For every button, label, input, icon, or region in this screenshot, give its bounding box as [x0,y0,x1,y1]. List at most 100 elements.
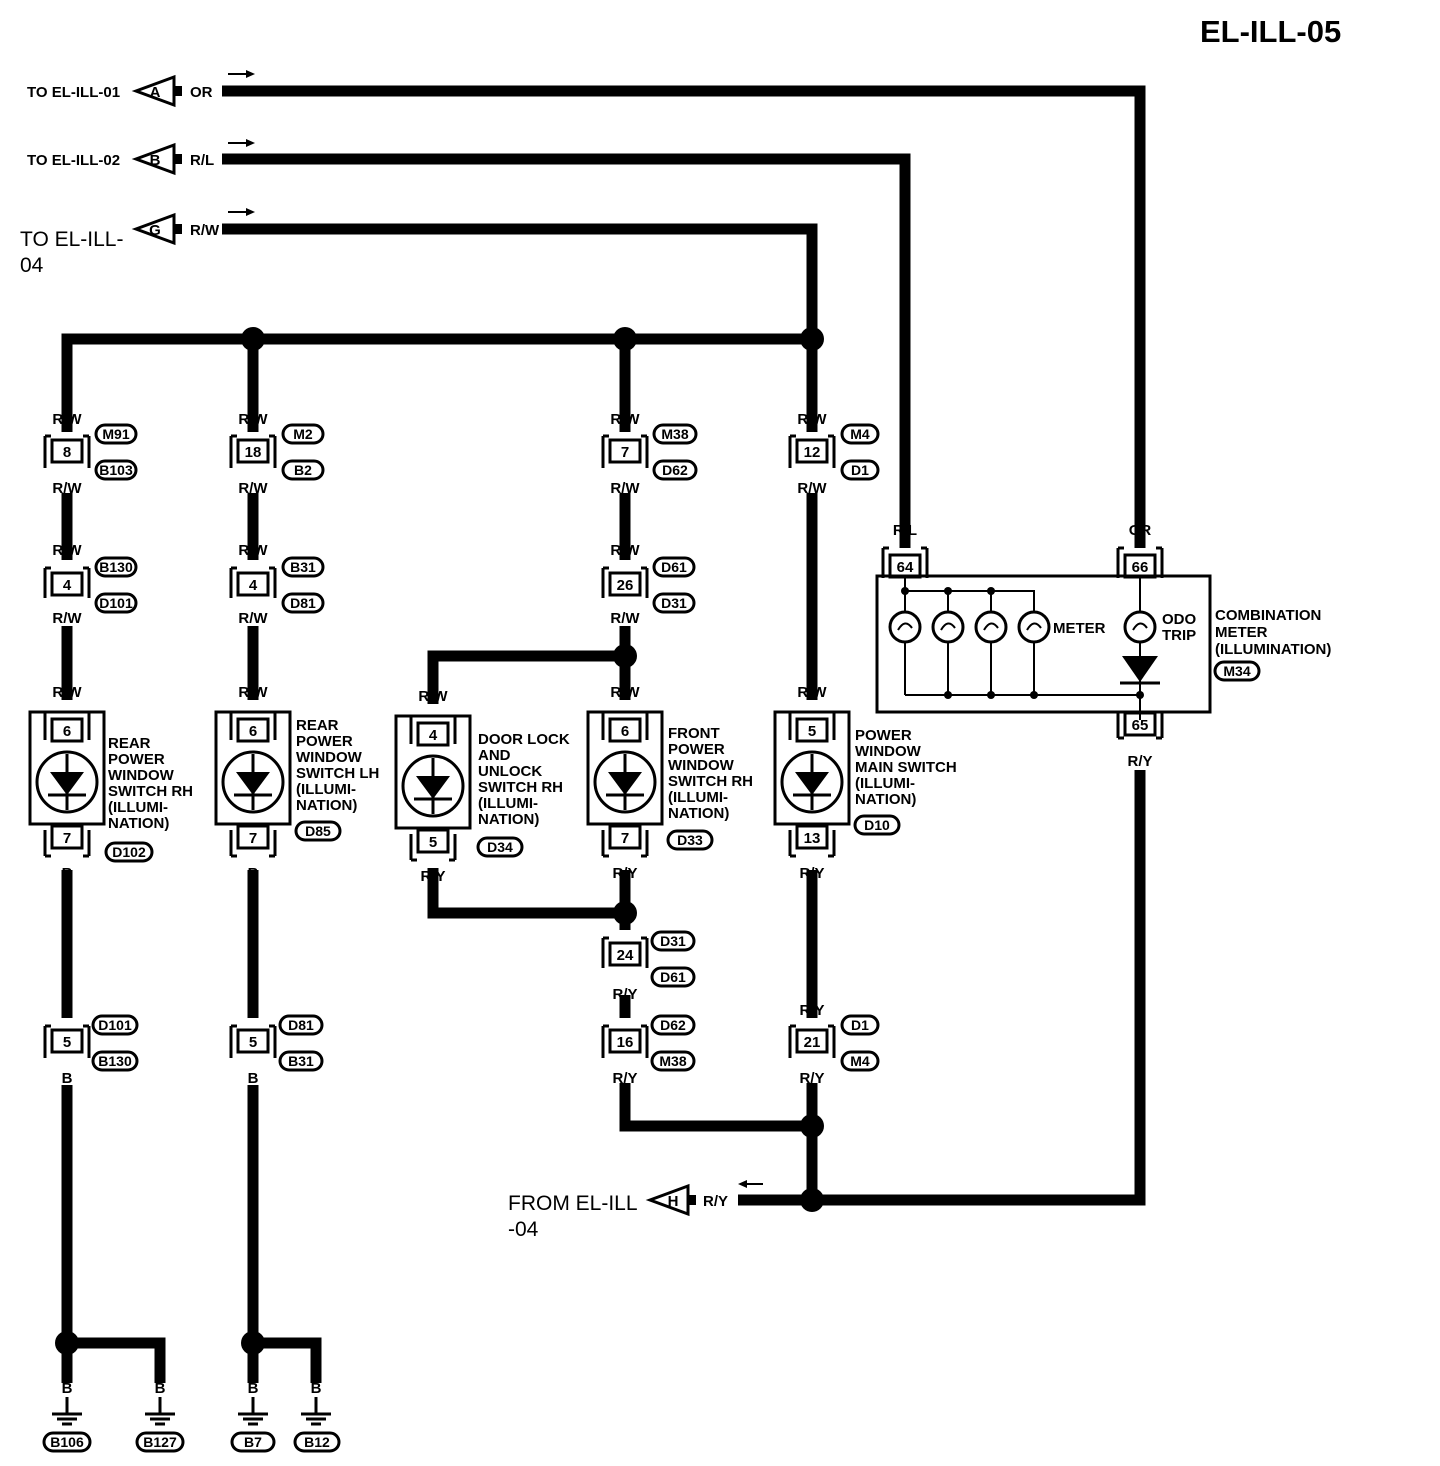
svg-text:(ILLUMI-: (ILLUMI- [296,781,356,798]
svg-text:R/W: R/W [238,411,268,428]
combination-meter: R/L OR 64 66 [875,522,1331,770]
svg-text:R/W: R/W [52,542,82,559]
svg-text:R/L: R/L [893,522,917,539]
svg-text:D31: D31 [661,595,687,611]
bulb-icon [888,610,1157,644]
svg-text:M4: M4 [850,426,870,442]
svg-text:(ILLUMI-: (ILLUMI- [855,775,915,792]
connector-5: 5 [229,1024,277,1058]
svg-text:R/W: R/W [610,610,640,627]
ref-b[interactable]: TO EL-ILL-02 B R/L [27,139,255,176]
svg-text:B: B [248,1070,259,1087]
svg-text:16: 16 [617,1034,634,1051]
svg-text:B130: B130 [99,559,133,575]
svg-text:B: B [150,152,161,169]
svg-text:B106: B106 [50,1434,84,1450]
svg-text:(ILLUMI-: (ILLUMI- [668,789,728,806]
svg-text:M91: M91 [102,426,129,442]
svg-text:M38: M38 [661,426,688,442]
svg-text:5: 5 [249,1034,257,1051]
svg-text:R/W: R/W [797,684,827,701]
svg-text:7: 7 [621,444,629,461]
svg-text:24: 24 [617,947,634,964]
door-lock-switch-group: R/W 4 5 DOOR LOCK AND UNLOCK SWITCH RH (… [394,688,570,885]
svg-text:REAR: REAR [108,735,151,752]
svg-text:D10: D10 [864,817,890,833]
svg-text:R/W: R/W [610,542,640,559]
svg-text:TRIP: TRIP [1162,627,1196,644]
svg-text:D33: D33 [677,832,703,848]
svg-text:R/W: R/W [797,411,827,428]
svg-text:R/W: R/W [610,411,640,428]
svg-text:64: 64 [897,559,914,576]
connector-4: 4 [43,566,91,598]
svg-text:4: 4 [63,577,72,594]
svg-text:B130: B130 [98,1053,132,1069]
svg-text:8: 8 [63,444,71,461]
svg-text:R/W: R/W [418,688,448,705]
svg-text:(ILLUMINATION): (ILLUMINATION) [1215,641,1331,658]
svg-text:D85: D85 [305,823,331,839]
ref-g[interactable]: TO EL-ILL- 04 G R/W [20,208,255,277]
svg-text:R/Y: R/Y [612,1070,637,1087]
switch-front-rh: 6 7 [586,710,664,858]
column-rear-rh: R/W 8 M91 B103 R/W R/W 4 B130 D101 R/W R… [28,411,193,1453]
svg-text:METER: METER [1215,624,1268,641]
svg-text:SWITCH RH: SWITCH RH [478,779,563,796]
svg-text:4: 4 [249,577,258,594]
svg-text:6: 6 [621,723,629,740]
ref-a[interactable]: TO EL-ILL-01 A OR [27,70,255,108]
svg-text:R/W: R/W [52,480,82,497]
svg-text:D102: D102 [112,844,146,860]
svg-text:MAIN SWITCH: MAIN SWITCH [855,759,957,776]
svg-text:D61: D61 [661,559,687,575]
svg-text:B: B [248,865,259,882]
svg-text:DOOR LOCK: DOOR LOCK [478,731,570,748]
svg-text:R/W: R/W [52,411,82,428]
svg-text:SWITCH LH: SWITCH LH [296,765,379,782]
svg-text:D1: D1 [851,462,869,478]
svg-text:SWITCH RH: SWITCH RH [108,783,193,800]
switch-main-name: POWER WINDOW MAIN SWITCH (ILLUMI- NATION… [855,727,957,808]
svg-text:FRONT: FRONT [668,725,720,742]
svg-text:R/W: R/W [52,684,82,701]
connector-12: 12 [788,434,836,468]
svg-text:21: 21 [804,1034,821,1051]
diode-icon [1120,656,1160,685]
svg-text:WINDOW: WINDOW [108,767,175,784]
svg-text:D81: D81 [288,1017,314,1033]
connector-26: 26 [601,566,649,598]
svg-text:POWER: POWER [855,727,912,744]
connector-16: 16 [601,1024,649,1058]
ground-icon [238,1397,331,1426]
svg-text:D62: D62 [662,462,688,478]
combination-meter-name: COMBINATION METER (ILLUMINATION) [1215,607,1331,658]
svg-text:FROM EL-ILL: FROM EL-ILL [508,1192,638,1215]
svg-text:B: B [248,1380,259,1397]
svg-text:R/Y: R/Y [703,1193,728,1210]
connector-4: 4 [229,566,277,598]
svg-text:R/W: R/W [238,684,268,701]
switch-door-lock: 4 5 [394,714,472,862]
svg-text:R/W: R/W [238,480,268,497]
svg-text:R/Y: R/Y [612,986,637,1003]
svg-text:R/Y: R/Y [420,868,445,885]
svg-text:B: B [155,1380,166,1397]
svg-text:OR: OR [1129,522,1152,539]
svg-text:ODO: ODO [1162,611,1197,628]
svg-text:B103: B103 [99,462,133,478]
svg-text:5: 5 [429,834,437,851]
svg-text:5: 5 [63,1034,71,1051]
svg-text:B2: B2 [294,462,312,478]
svg-text:66: 66 [1132,559,1149,576]
svg-text:WINDOW: WINDOW [668,757,735,774]
svg-text:B: B [248,1002,259,1019]
svg-text:B31: B31 [290,559,316,575]
svg-text:H: H [668,1193,679,1210]
svg-text:POWER: POWER [108,751,165,768]
svg-text:7: 7 [249,830,257,847]
svg-text:D101: D101 [98,1017,132,1033]
ref-h[interactable]: FROM EL-ILL -04 H R/Y [508,1180,763,1241]
svg-text:AND: AND [478,747,511,764]
